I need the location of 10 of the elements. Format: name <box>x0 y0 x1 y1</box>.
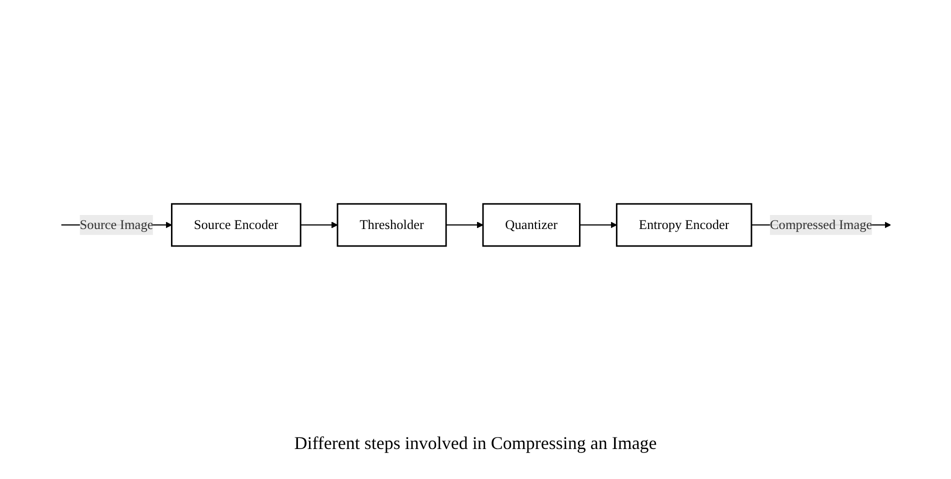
node-box: Entropy Encoder <box>615 203 752 247</box>
arrow <box>579 222 616 228</box>
edge-label: Compressed Image <box>769 217 872 232</box>
arrow <box>446 222 483 228</box>
node-box: Quantizer <box>482 203 580 247</box>
arrow <box>300 222 338 228</box>
node-box: Thresholder <box>336 203 446 247</box>
caption: Different steps involved in Compressing an Image <box>294 433 657 454</box>
node-box: Source Encoder <box>170 203 301 247</box>
edge-label: Source Image <box>79 217 153 232</box>
